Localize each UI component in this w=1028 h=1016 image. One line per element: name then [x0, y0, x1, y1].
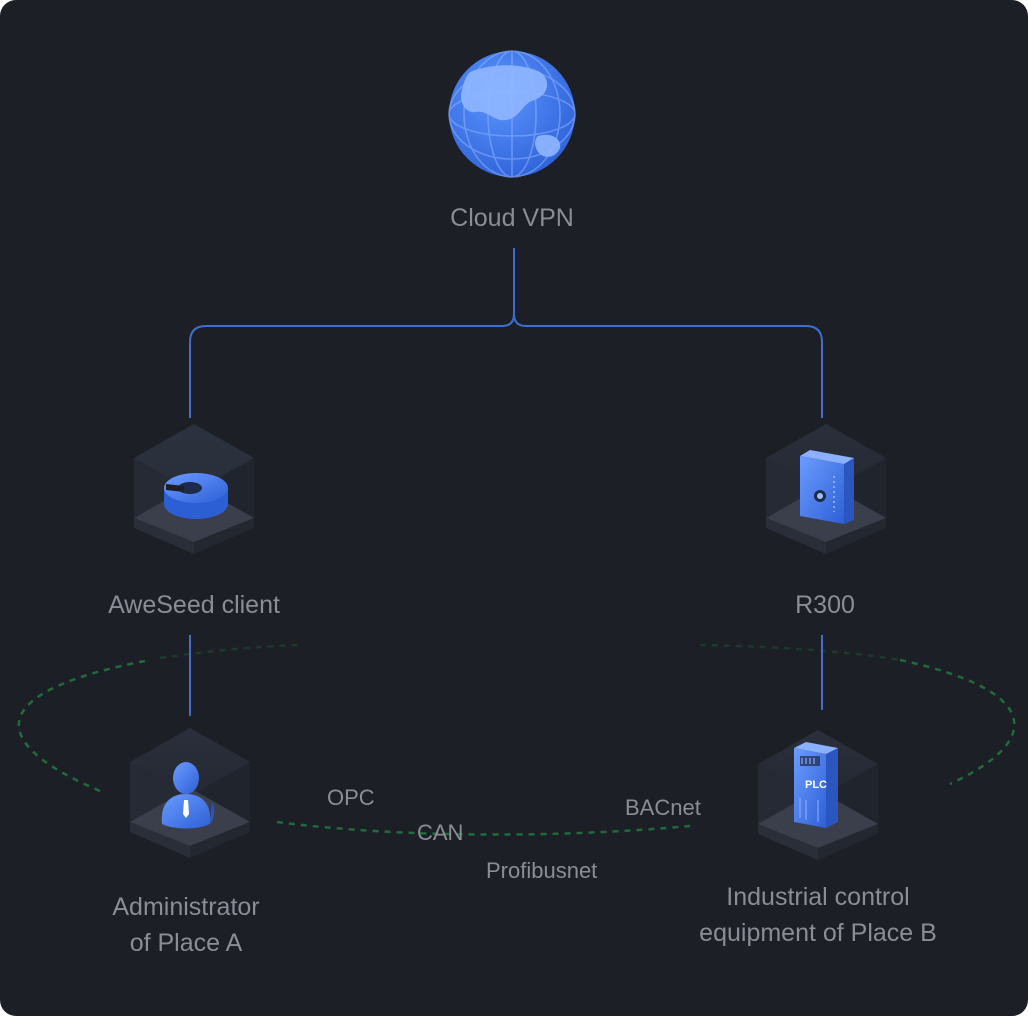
administrator-label-line2: of Place A — [129, 929, 243, 957]
protocol-can: CAN — [417, 820, 464, 845]
globe-icon — [448, 50, 576, 178]
protocol-opc: OPC — [327, 785, 375, 810]
vpn-links — [189, 248, 823, 716]
router-device-icon — [800, 450, 854, 524]
cloud-vpn-label: Cloud VPN — [450, 204, 574, 232]
administrator-label-line1: Administrator — [112, 893, 260, 921]
r300-label: R300 — [795, 591, 855, 619]
local-network-ring — [17, 643, 1016, 836]
protocol-profibusnet: Profibusnet — [486, 858, 598, 883]
industrial-label: Industrial control equipment of Place B — [658, 879, 978, 951]
plc-cabinet-icon: PLC — [794, 742, 838, 828]
administrator-label: Administrator of Place A — [66, 889, 306, 961]
industrial-label-line1: Industrial control — [726, 883, 910, 911]
administrator-user-icon — [161, 762, 215, 829]
aweseed-client-label: AweSeed client — [108, 591, 280, 619]
protocol-bacnet: BACnet — [625, 795, 701, 820]
plc-label: PLC — [805, 779, 827, 791]
industrial-label-line2: equipment of Place B — [699, 919, 937, 947]
client-disc-icon — [164, 473, 228, 519]
